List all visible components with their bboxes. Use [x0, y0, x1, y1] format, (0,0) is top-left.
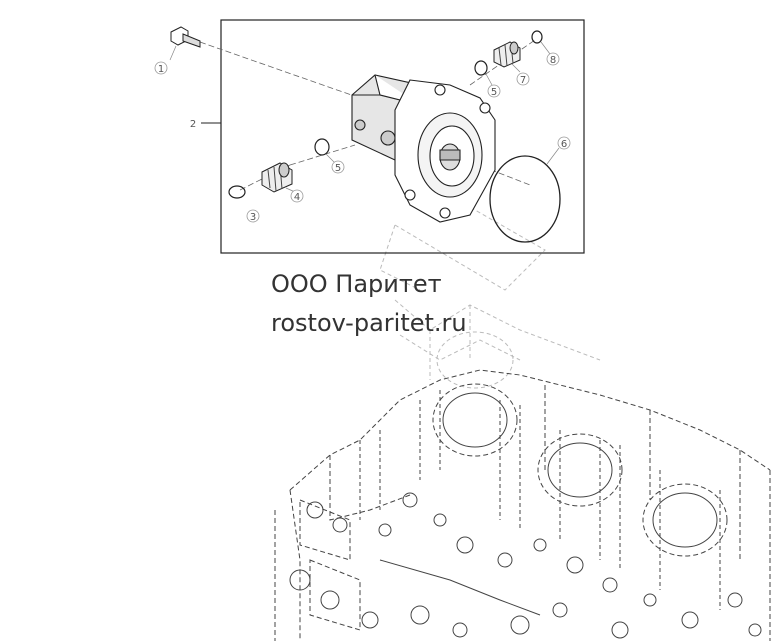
callout-3: 3: [246, 209, 260, 223]
svg-text:5: 5: [335, 163, 341, 174]
washer-part-5-right: [474, 60, 488, 76]
callout-7: 7: [516, 72, 530, 86]
bolt-part-1: [169, 26, 201, 61]
svg-text:1: 1: [158, 64, 164, 75]
svg-text:2: 2: [190, 119, 196, 130]
pump-assembly: [351, 74, 496, 223]
callout-5-right: 5: [487, 84, 501, 98]
callout-4: 4: [290, 189, 304, 203]
assembly-frame: [220, 19, 585, 254]
o-ring-part-6: [489, 155, 561, 243]
callout-8: 8: [546, 52, 560, 66]
fitting-part-7: [493, 41, 521, 73]
svg-text:4: 4: [294, 192, 300, 203]
watermark-company-name: ООО Паритет: [271, 270, 442, 298]
o-ring-part-3: [228, 185, 246, 199]
callout-1: 1: [154, 61, 168, 75]
svg-text:8: 8: [550, 55, 556, 66]
svg-text:7: 7: [520, 75, 526, 86]
callout-5-left: 5: [331, 160, 345, 174]
callout-2: 2: [190, 119, 196, 130]
callout-6: 6: [557, 136, 571, 150]
svg-text:3: 3: [250, 212, 256, 223]
svg-text:5: 5: [491, 87, 497, 98]
engine-block-drawing: [274, 299, 771, 641]
fitting-part-4: [261, 162, 296, 193]
watermark-website: rostov-paritet.ru: [271, 309, 467, 337]
o-ring-part-8: [531, 30, 543, 44]
washer-part-5-left: [314, 138, 330, 156]
svg-text:6: 6: [561, 139, 567, 150]
mounting-flange-outline: [379, 189, 546, 291]
